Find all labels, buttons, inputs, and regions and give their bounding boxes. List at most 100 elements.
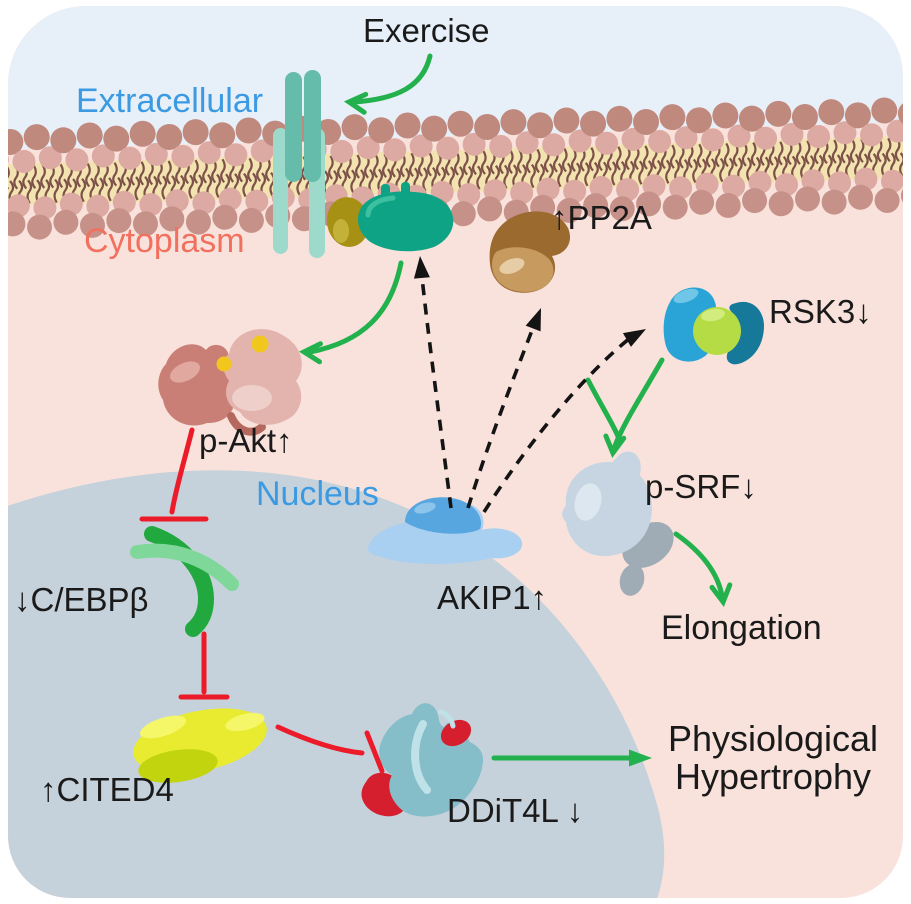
cited4-highlight [225,712,265,732]
lipid-tail [746,157,752,182]
lipid-tail [719,157,725,183]
lipid-head [818,99,845,126]
lipid-head [754,126,778,150]
lipid-head [212,204,238,230]
lipid-tail [427,152,433,177]
lipid-tail [463,151,469,176]
lipid-head [462,132,486,156]
dashed-arrows [419,267,632,513]
lipid-head [235,117,262,144]
lipid-head [742,188,768,214]
akip1-highlight [414,502,436,514]
lipid-head [50,127,77,154]
lipid-tail [265,157,271,182]
lipid-head [662,194,688,220]
lipid-head [556,197,582,223]
lipid-head [171,145,195,169]
lipid-head [129,120,156,147]
lipid-head [791,103,818,130]
akip1-label: AKIP1↑ [437,579,548,616]
lipid-head [871,97,898,124]
lipid-tail [368,168,374,194]
lipid-head [583,193,609,219]
inhibition-cap [364,730,385,774]
membrane-receptor [273,70,325,258]
lipid-head [23,124,50,151]
lipid-head [542,133,566,157]
lipid-head [139,193,163,217]
pp2a-highlight [499,258,525,274]
lipid-head [238,207,264,233]
lipid-head [330,140,354,164]
lipid-tail [157,160,163,185]
lipid-head [636,191,662,217]
lipid-tail [454,151,460,176]
lipid-tail [750,142,757,167]
p-srf-highlight [574,483,602,521]
lipid-head [738,105,765,132]
lipid-head [527,112,554,139]
lipid-tail [849,138,856,164]
lipid-tail [800,155,806,180]
phosphate-dot [251,335,269,353]
p-srf-foot [619,564,645,596]
lipid-head [874,187,900,213]
lipid-tail [885,137,892,163]
lipid-tail [400,153,406,178]
lipid-tail [40,164,46,189]
lipid-tail [382,153,388,178]
lipid-tail [611,161,617,186]
lipid-head [8,211,26,237]
ddit4l-highlight [411,720,431,794]
ddit4l-red-spot [440,719,472,747]
lipid-tail [570,147,577,172]
lipid-tail [409,152,415,178]
p-akt-label: p-Akt↑ [199,422,293,459]
lipid-head [368,117,395,144]
lipid-head [674,126,698,150]
lipid-tail [134,176,141,201]
lipid-head [768,191,794,217]
lipid-head [76,122,103,149]
lipid-head [847,184,873,210]
lipid-head [27,214,53,240]
lipid-tail [80,177,87,203]
lipid-head [712,102,739,129]
lipid-tail [741,142,748,167]
lipid-tail [139,161,145,186]
lipid-head [821,189,847,215]
lipid-tail [831,139,838,164]
lipid-tail [534,148,541,174]
lipid-tail [112,162,118,187]
extracellular-label: Extracellular [76,82,264,120]
lipid-head [775,173,799,197]
lipid-head [633,108,660,135]
lipid-tail [777,141,784,166]
lipid-tail [517,149,523,174]
p-akt-light-highlight [232,385,272,411]
lipid-head [715,192,741,218]
arrowhead [298,341,323,365]
lipid-tail [215,173,222,199]
lipid-tail [458,166,464,191]
lipid-tail [827,154,833,179]
lipid-head [91,144,115,168]
lipid-head [616,178,640,202]
pp2a-label: ↑PP2A [551,199,652,236]
cited4-highlight [140,715,186,739]
lipid-head [648,130,672,154]
lipid-head [209,122,236,149]
lipid-head [553,107,580,134]
lipid-head [828,171,852,195]
lipid-head [515,131,539,155]
lipid-tail [508,149,514,174]
lipid-head [245,189,269,213]
receptor-rod-right [304,70,321,182]
cited4-label: ↑CITED4 [40,771,174,808]
lipid-head [394,112,421,139]
lipid-tail [669,144,676,169]
lipid-tail [503,164,509,189]
lipid-tail [723,142,730,168]
lipid-head [659,104,686,131]
rsk3-protein [663,287,764,365]
